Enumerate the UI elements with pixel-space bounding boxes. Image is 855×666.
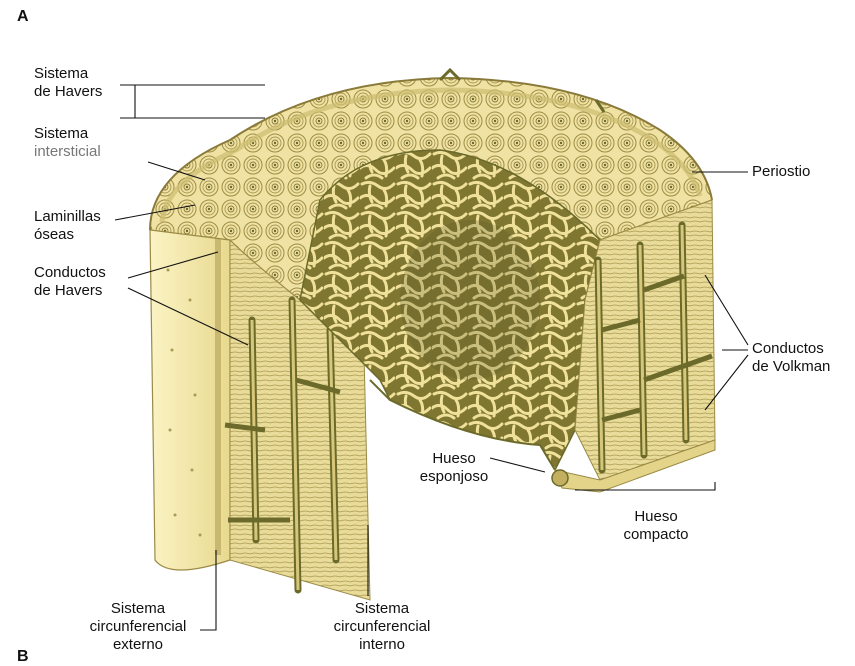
label-line: esponjoso — [418, 468, 490, 486]
panel-letter-a: A — [17, 8, 29, 26]
label-line: circunferencial — [78, 618, 198, 636]
label-line: de Havers — [34, 83, 102, 101]
label-hueso-compacto: Hueso compacto — [616, 508, 696, 544]
label-periostio: Periostio — [752, 163, 810, 181]
label-line: Laminillas — [34, 208, 101, 226]
label-conductos-volkman: Conductos de Volkman — [752, 340, 830, 376]
label-line: compacto — [616, 526, 696, 544]
label-circunferencial-externo: Sistema circunferencial externo — [78, 600, 198, 654]
label-circunferencial-interno: Sistema circunferencial interno — [322, 600, 442, 654]
label-line: Hueso — [616, 508, 696, 526]
label-hueso-esponjoso: Hueso esponjoso — [418, 450, 490, 486]
panel-letter-b: B — [17, 648, 29, 666]
label-line: Sistema — [34, 65, 102, 83]
label-line: interno — [322, 636, 442, 654]
label-line: Conductos — [34, 264, 106, 282]
label-line: Hueso — [418, 450, 490, 468]
label-sistema-havers: Sistema de Havers — [34, 65, 102, 101]
label-laminillas-oseas: Laminillas óseas — [34, 208, 101, 244]
label-line: de Volkman — [752, 358, 830, 376]
label-line: Sistema — [78, 600, 198, 618]
label-line: óseas — [34, 226, 101, 244]
label-line: intersticial — [34, 143, 101, 161]
label-line: Sistema — [34, 125, 101, 143]
label-line: Sistema — [322, 600, 442, 618]
label-line: circunferencial — [322, 618, 442, 636]
label-conductos-havers: Conductos de Havers — [34, 264, 106, 300]
label-line: de Havers — [34, 282, 106, 300]
label-sistema-intersticial: Sistema intersticial — [34, 125, 101, 161]
label-line: externo — [78, 636, 198, 654]
label-line: Conductos — [752, 340, 830, 358]
